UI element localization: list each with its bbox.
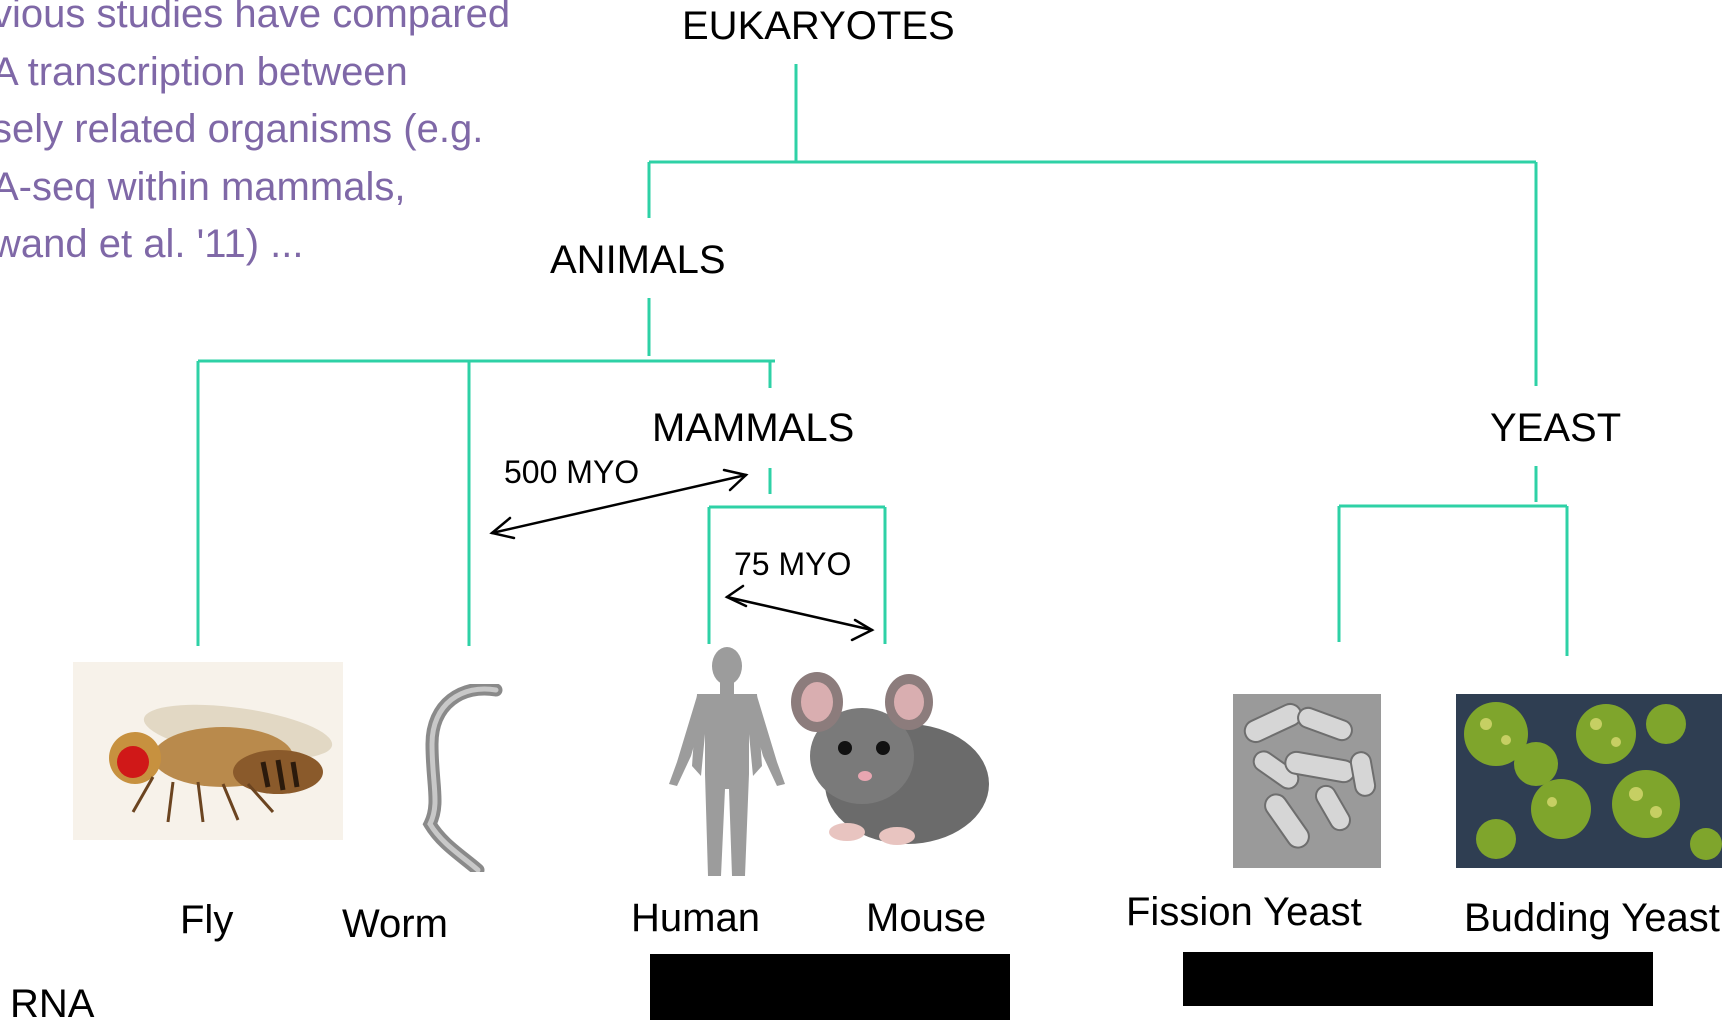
label-human: Human <box>631 896 760 941</box>
label-75-myo: 75 MYO <box>734 546 851 583</box>
footer-text: RNA <box>10 982 94 1027</box>
label-yeast: YEAST <box>1490 406 1621 451</box>
arrow-75-myo <box>727 597 872 630</box>
label-budding-yeast: Budding Yeast <box>1464 896 1720 941</box>
label-fission-yeast: Fission Yeast <box>1126 890 1362 935</box>
label-mammals: MAMMALS <box>652 406 854 451</box>
fly-image <box>73 662 343 840</box>
arrowhead-left <box>727 586 746 606</box>
label-fly: Fly <box>180 898 233 943</box>
label-500-myo: 500 MYO <box>504 454 639 491</box>
fission-yeast-image <box>1233 694 1381 868</box>
worm-image <box>412 684 504 872</box>
budding-yeast-image <box>1456 694 1722 868</box>
label-animals: ANIMALS <box>550 238 726 283</box>
mouse-image <box>787 664 997 864</box>
label-mouse: Mouse <box>866 896 986 941</box>
label-eukaryotes: EUKARYOTES <box>682 4 955 49</box>
label-worm: Worm <box>342 902 448 947</box>
redaction-bar <box>1183 952 1653 1006</box>
human-image <box>663 644 791 884</box>
tree-branches <box>198 64 1567 656</box>
redaction-bar <box>650 954 1010 1020</box>
